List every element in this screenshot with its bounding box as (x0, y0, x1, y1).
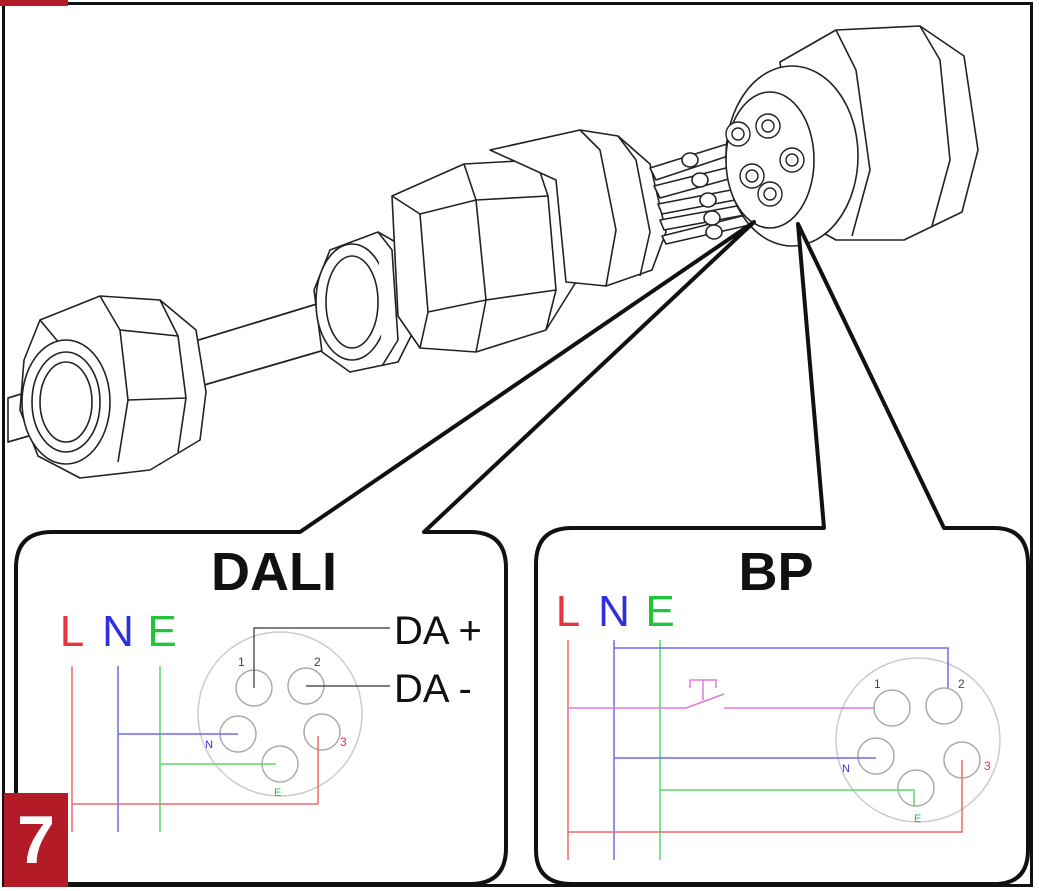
dali-label-l: L (60, 607, 84, 656)
bp-pin-1-label: 1 (874, 677, 881, 691)
bp-label-n: N (598, 587, 630, 636)
dali-l-to-pin (72, 736, 319, 805)
bp-title: BP (738, 542, 813, 602)
bp-pin-2 (925, 687, 963, 725)
dali-pin-n-label: N (205, 739, 213, 751)
bp-socket-face (835, 657, 1001, 823)
dali-callout-bubble (14, 220, 756, 886)
bp-pin-n-label: N (842, 763, 850, 775)
wire-bundle (649, 139, 757, 245)
cap-nut (19, 295, 207, 479)
dali-pin-1-label: 1 (238, 655, 245, 669)
bp-pin-n (857, 737, 895, 775)
bp-switch-contact (685, 693, 725, 709)
body-sleeve (489, 129, 667, 287)
dali-label-n: N (102, 607, 134, 656)
dali-da-plus-lead (253, 627, 390, 688)
dali-pin-e-label: E (274, 787, 281, 799)
dali-label-e: E (147, 607, 176, 656)
dali-pin-2-label: 2 (314, 655, 321, 669)
bp-wiring: BP L N E (556, 542, 1001, 860)
dali-title: DALI (211, 542, 337, 602)
bp-callout-bubble (534, 222, 1030, 886)
dali-da-plus-label: DA + (394, 609, 482, 653)
bp-n-to-pin-2 (614, 647, 949, 688)
bp-label-e: E (645, 587, 674, 636)
bp-label-l: L (556, 587, 580, 636)
dali-da-minus-label: DA - (394, 667, 472, 711)
bp-pin-e (897, 769, 935, 807)
dali-pin-3-label: 3 (340, 735, 347, 749)
step-number-badge: 7 (4, 793, 68, 887)
connector-illustration (7, 25, 979, 479)
hex-body (391, 159, 577, 353)
corner-accent (0, 0, 68, 6)
bp-pin-2-label: 2 (958, 677, 965, 691)
bp-pin-e-label: E (914, 813, 921, 825)
dali-wiring: DALI L N E DA + DA - 1 (60, 542, 482, 832)
bp-pin-3-label: 3 (984, 759, 991, 773)
dali-pin-3 (303, 713, 341, 751)
gland-collar (313, 231, 415, 373)
bp-l-to-pin (568, 760, 963, 833)
dali-socket-face (197, 631, 363, 797)
bp-e-to-pin (660, 789, 915, 806)
socket-housing (725, 25, 979, 247)
